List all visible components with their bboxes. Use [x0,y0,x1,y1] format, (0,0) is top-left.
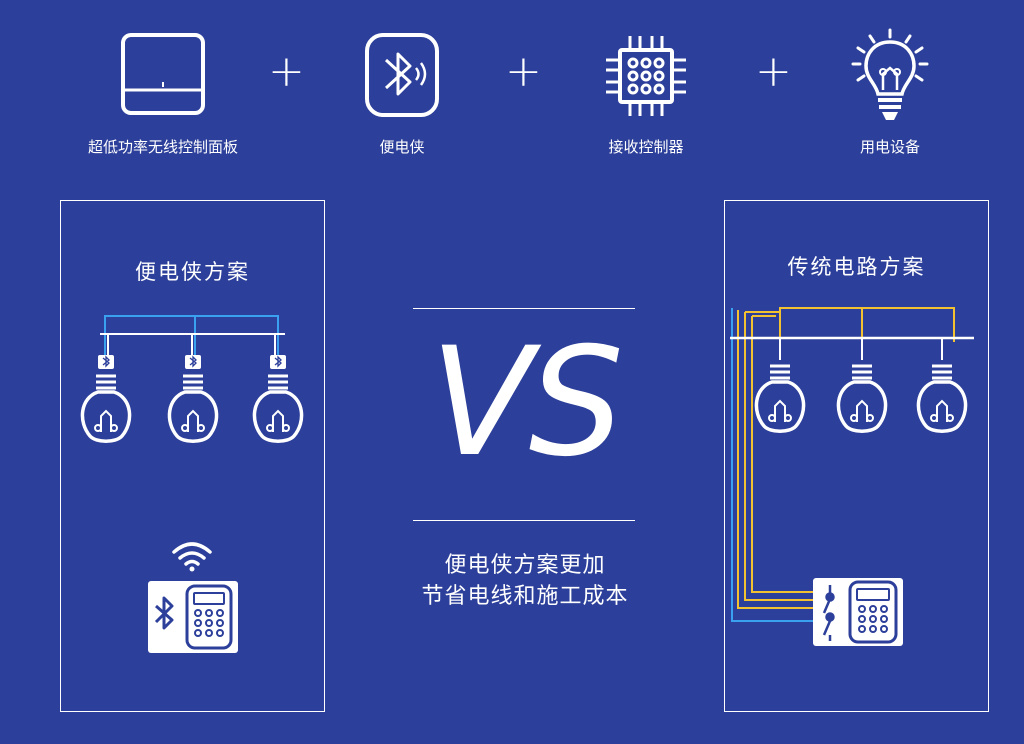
center-bottom-divider [413,520,635,521]
right-panel-title: 传统电路方案 [787,255,926,279]
left-panel-title: 便电侠方案 [135,260,250,284]
vs-text: VS [430,316,624,490]
bluetooth-device-icon [365,33,439,117]
top-label-appliance: 用电设备 [859,138,920,156]
top-label-device: 便电侠 [379,138,425,156]
caption-line-1: 便电侠方案更加 [444,553,606,578]
bluetooth-remote-icon [148,581,238,653]
wifi-icon [172,542,212,572]
chip-icon [606,36,686,116]
wall-panel-icon [121,33,205,115]
top-label-panel: 超低功率无线控制面板 [87,138,238,156]
light-bulb-icon [851,28,929,120]
right-wiring-diagram [730,307,974,622]
top-label-controller: 接收控制器 [608,138,684,156]
wall-switch-icon [813,578,903,646]
plus-sign-2: + [505,46,542,97]
plus-sign-3: + [755,46,792,97]
plus-sign-1: + [268,46,305,97]
bulb-group [80,355,304,443]
caption-line-2: 节省电线和施工成本 [421,584,629,609]
center-top-divider [413,308,635,309]
right-scheme-panel [724,200,989,712]
left-scheme-panel [60,200,325,712]
left-wiring-diagram [80,315,304,443]
